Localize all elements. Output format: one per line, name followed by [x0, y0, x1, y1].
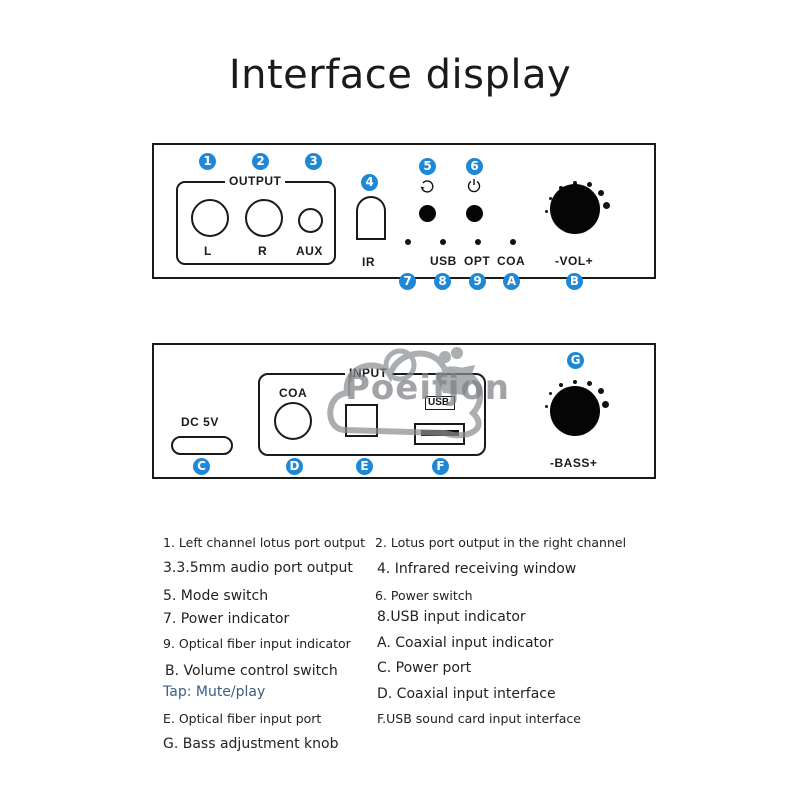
led-label-opt: OPT	[464, 254, 491, 268]
legend-item-7: 7. Power indicator	[163, 611, 290, 627]
watermark-text: Poeifjon	[345, 368, 511, 408]
legend-item-2: 2. Lotus port output in the right channe…	[375, 535, 627, 550]
led-coa	[510, 239, 516, 245]
usb-label-box	[425, 396, 455, 410]
bass-label: -BASS+	[550, 456, 598, 470]
coax-input-port[interactable]	[274, 402, 312, 440]
badge-4: 4	[361, 174, 378, 191]
led-opt	[475, 239, 481, 245]
usb-label: USB	[428, 397, 450, 408]
badge-6: 6	[466, 158, 483, 175]
badge-5: 5	[419, 158, 436, 175]
led-label-usb: USB	[430, 254, 457, 268]
badge-8: 8	[434, 273, 451, 290]
output-group-label: OUTPUT	[225, 174, 286, 188]
badge-b: B	[566, 273, 583, 290]
legend-item-a: A. Coaxial input indicator	[377, 635, 554, 651]
volume-label: -VOL+	[555, 254, 594, 268]
ir-window	[356, 196, 386, 240]
page-title: Interface display	[228, 52, 572, 98]
legend-item-8: 8.USB input indicator	[377, 609, 526, 625]
watermark-logo	[327, 347, 484, 439]
legend-item-3: 3.3.5mm audio port output	[163, 560, 353, 576]
legend-item-4: 4. Infrared receiving window	[377, 561, 577, 577]
legend-item-f: F.USB sound card input interface	[377, 711, 581, 726]
legend-item-c: C. Power port	[377, 660, 472, 676]
led-usb	[440, 239, 446, 245]
mode-cycle-icon	[420, 180, 434, 193]
port-label-aux: AUX	[296, 244, 323, 258]
legend-item-1: 1. Left channel lotus port output	[163, 535, 366, 550]
bass-scale-dots	[542, 378, 622, 448]
power-icon	[467, 179, 481, 193]
badge-a: A	[503, 273, 520, 290]
badge-c: C	[193, 458, 210, 475]
legend-item-e: E. Optical fiber input port	[163, 711, 322, 726]
badge-3: 3	[305, 153, 322, 170]
badge-1: 1	[199, 153, 216, 170]
power-switch-button[interactable]	[466, 205, 483, 222]
rca-right-port[interactable]	[245, 199, 283, 237]
port-label-l: L	[204, 244, 212, 258]
port-label-r: R	[258, 244, 268, 258]
ir-label: IR	[362, 255, 375, 269]
optical-input-port[interactable]	[345, 404, 378, 437]
legend-item-d: D. Coaxial input interface	[377, 686, 556, 702]
rca-left-port[interactable]	[191, 199, 229, 237]
badge-g: G	[567, 352, 584, 369]
dc-power-port[interactable]	[171, 436, 233, 455]
badge-9: 9	[469, 273, 486, 290]
badge-f: F	[432, 458, 449, 475]
badge-2: 2	[252, 153, 269, 170]
badge-e: E	[356, 458, 373, 475]
dc-label: DC 5V	[181, 415, 219, 429]
badge-d: D	[286, 458, 303, 475]
bass-knob[interactable]	[550, 386, 600, 436]
badge-7: 7	[399, 273, 416, 290]
coax-label: COA	[279, 386, 308, 400]
legend-item-5: 5. Mode switch	[163, 588, 269, 604]
legend-item-6: 6. Power switch	[375, 588, 473, 603]
mode-switch-button[interactable]	[419, 205, 436, 222]
led-label-coa: COA	[497, 254, 526, 268]
legend-item-b: B. Volume control switch	[165, 663, 338, 679]
led-power	[405, 239, 411, 245]
volume-knob[interactable]	[550, 184, 600, 234]
legend-item-g: G. Bass adjustment knob	[163, 736, 339, 752]
legend-note-tap: Tap: Mute/play	[163, 684, 266, 700]
legend-item-9: 9. Optical fiber input indicator	[163, 636, 351, 651]
aux-port[interactable]	[298, 208, 323, 233]
